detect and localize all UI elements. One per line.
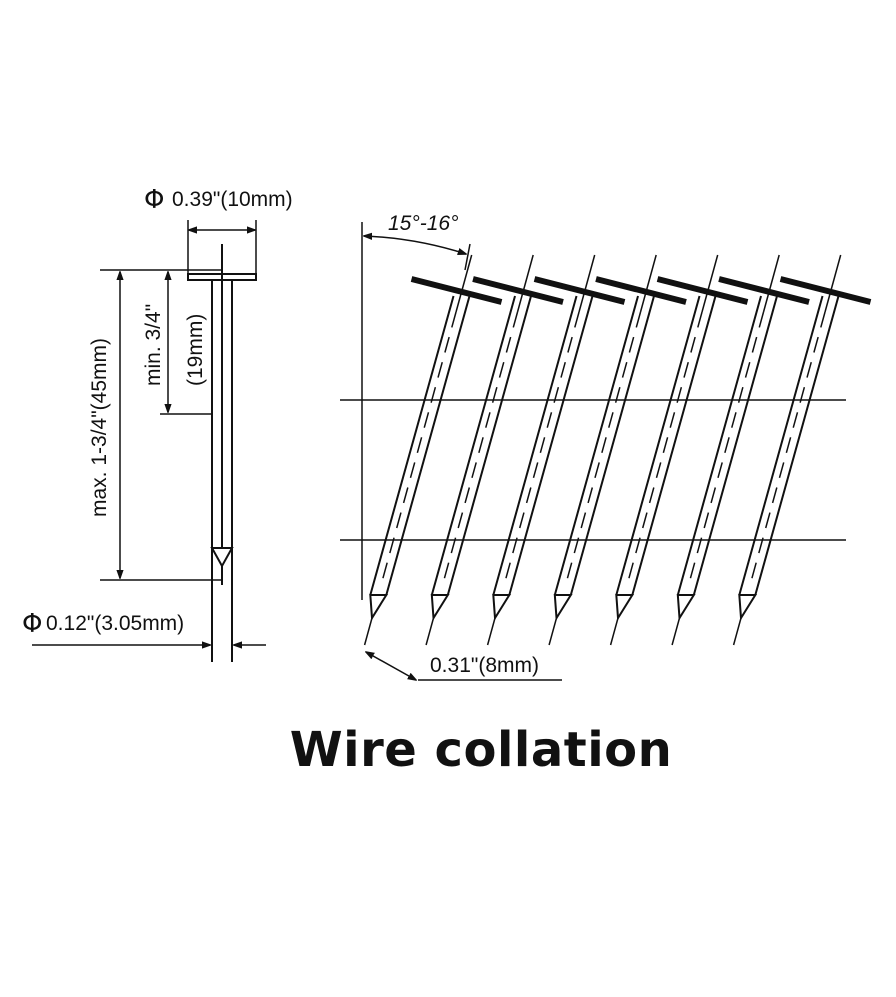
nail-centerline (701, 254, 719, 313)
nail-center-dash (687, 311, 765, 586)
collated-nail (363, 254, 503, 646)
collated-nail (732, 254, 872, 646)
max-length-label: max. 1-3/4"(45mm) (88, 338, 111, 517)
nail-head-fill (719, 277, 809, 304)
nail-centerline (578, 254, 596, 313)
nail-center-dash (380, 311, 457, 586)
nail-head-fill (596, 277, 686, 304)
collated-nails (363, 254, 872, 646)
head-diameter-symbol: Φ (144, 185, 164, 215)
nail-tip-line (732, 617, 742, 646)
nail-tip (369, 594, 389, 622)
nail-center-dash (503, 311, 580, 586)
min-length-label-a: min. 3/4" (142, 304, 165, 386)
pitch-label: 0.31"(8mm) (430, 654, 539, 677)
nail-center-dash (564, 311, 642, 586)
collated-nail (671, 254, 810, 646)
nail-center-dash (749, 311, 826, 586)
nail-shank-right (446, 295, 532, 596)
single-nail (187, 244, 257, 662)
nail-tip-line (425, 617, 435, 646)
nail-tip (492, 594, 512, 622)
nail-tip-line (609, 617, 619, 646)
nail-center-dash (626, 311, 703, 586)
nail-tip (553, 594, 573, 622)
nail-tip (210, 547, 234, 569)
nail-head-fill (658, 277, 747, 304)
head-diameter-dimension (187, 220, 257, 278)
nail-shank-right (631, 295, 717, 596)
nail-tip (676, 594, 696, 622)
nail-shank-right (692, 295, 778, 596)
nail-shank-left (615, 295, 701, 596)
nail-centerline (762, 254, 780, 313)
head-diameter-label: 0.39"(10mm) (172, 188, 293, 211)
nail-centerline (516, 254, 534, 313)
length-dimensions (100, 269, 222, 581)
pitch-dimension (366, 652, 562, 680)
collated-nail (486, 254, 626, 646)
nail-shank-left (492, 295, 578, 596)
nail-shank-right (508, 295, 594, 596)
nail-center-dash (441, 311, 519, 586)
nail-head-fill (473, 277, 563, 304)
nail-head-fill (781, 277, 870, 304)
nail-shank-left (738, 295, 824, 596)
nail-tip (738, 594, 758, 622)
min-length-label-b: (19mm) (184, 314, 207, 386)
collated-nail (609, 254, 749, 646)
nail-shank-right (569, 295, 655, 596)
nail-tip (615, 594, 635, 622)
nail-centerline (455, 254, 473, 313)
nail-tip-line (486, 617, 496, 646)
diagram-title: Wire collation (289, 722, 673, 778)
nail-head-fill (412, 277, 501, 304)
nail-head-fill (535, 277, 624, 304)
nail-tip-line (671, 617, 681, 646)
collated-nail (548, 254, 687, 646)
nail-shank-left (369, 295, 455, 596)
nail-tip-line (363, 617, 373, 646)
shank-diameter-label: 0.12"(3.05mm) (46, 612, 184, 635)
nail-tip-line (548, 617, 558, 646)
collated-nail (425, 254, 564, 646)
nail-shank-right (754, 295, 840, 596)
nail-centerline (824, 254, 842, 313)
shank-diameter-symbol: Φ (22, 609, 42, 639)
nail-tip (430, 594, 450, 622)
nail-centerline (639, 254, 657, 313)
angle-label: 15°-16° (388, 212, 459, 235)
nail-shank-right (385, 295, 471, 596)
angle-dimension (361, 222, 471, 600)
nail-shank-left (676, 295, 762, 596)
nail-shank-left (430, 295, 516, 596)
nail-shank-left (553, 295, 639, 596)
